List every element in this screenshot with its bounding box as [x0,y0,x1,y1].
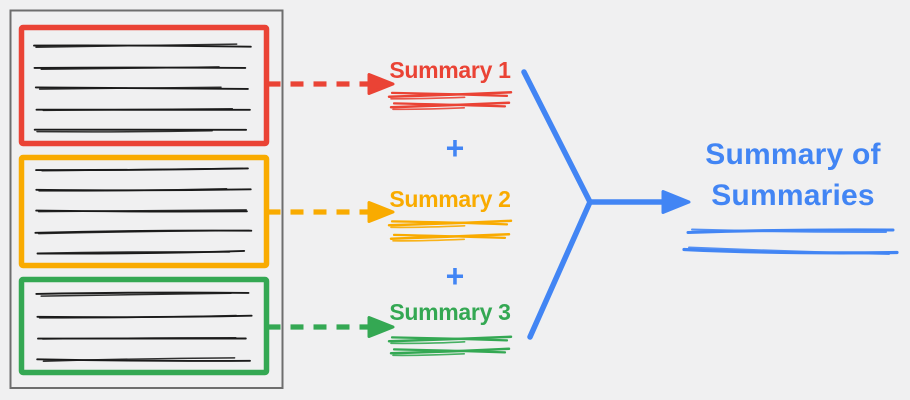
chunk-1-text-scribbles [33,43,252,133]
merge-line [527,199,593,340]
merge-line [521,69,593,205]
arrowhead [367,316,395,338]
chunk-3-border [18,276,270,376]
summary-2-label: Summary 2 [389,186,511,212]
plus-operator-1: + [445,130,465,166]
map-arrow-3 [267,316,395,338]
arrowhead [367,73,395,95]
summary-3-scribble [387,335,513,357]
output-title-line-1: Summary of [705,138,881,171]
summary-2-scribble [387,219,513,242]
output-title: Summary of Summaries [689,134,897,216]
arrowhead [661,190,691,214]
document-chunk-3 [18,276,270,376]
summary-1-scribble [387,91,513,111]
map-arrow-1 [267,73,395,95]
chunk-3-text-scribbles [35,291,253,362]
map-arrow-2 [267,201,395,223]
arrowhead [367,201,395,223]
output-title-line-2: Summaries [711,179,875,212]
document-chunk-1 [18,24,270,147]
output-underline-scribble [682,228,899,255]
chunk-1-border [18,24,270,147]
document-frame [9,9,284,389]
summary-1-label: Summary 1 [389,57,511,83]
plus-operator-2: + [445,258,465,294]
chunk-2-border [18,154,270,269]
merge-arrow [521,69,691,340]
document-chunk-2 [18,154,270,269]
source-document [9,9,284,389]
chunk-2-text-scribbles [34,167,253,255]
summary-3-label: Summary 3 [389,299,511,325]
